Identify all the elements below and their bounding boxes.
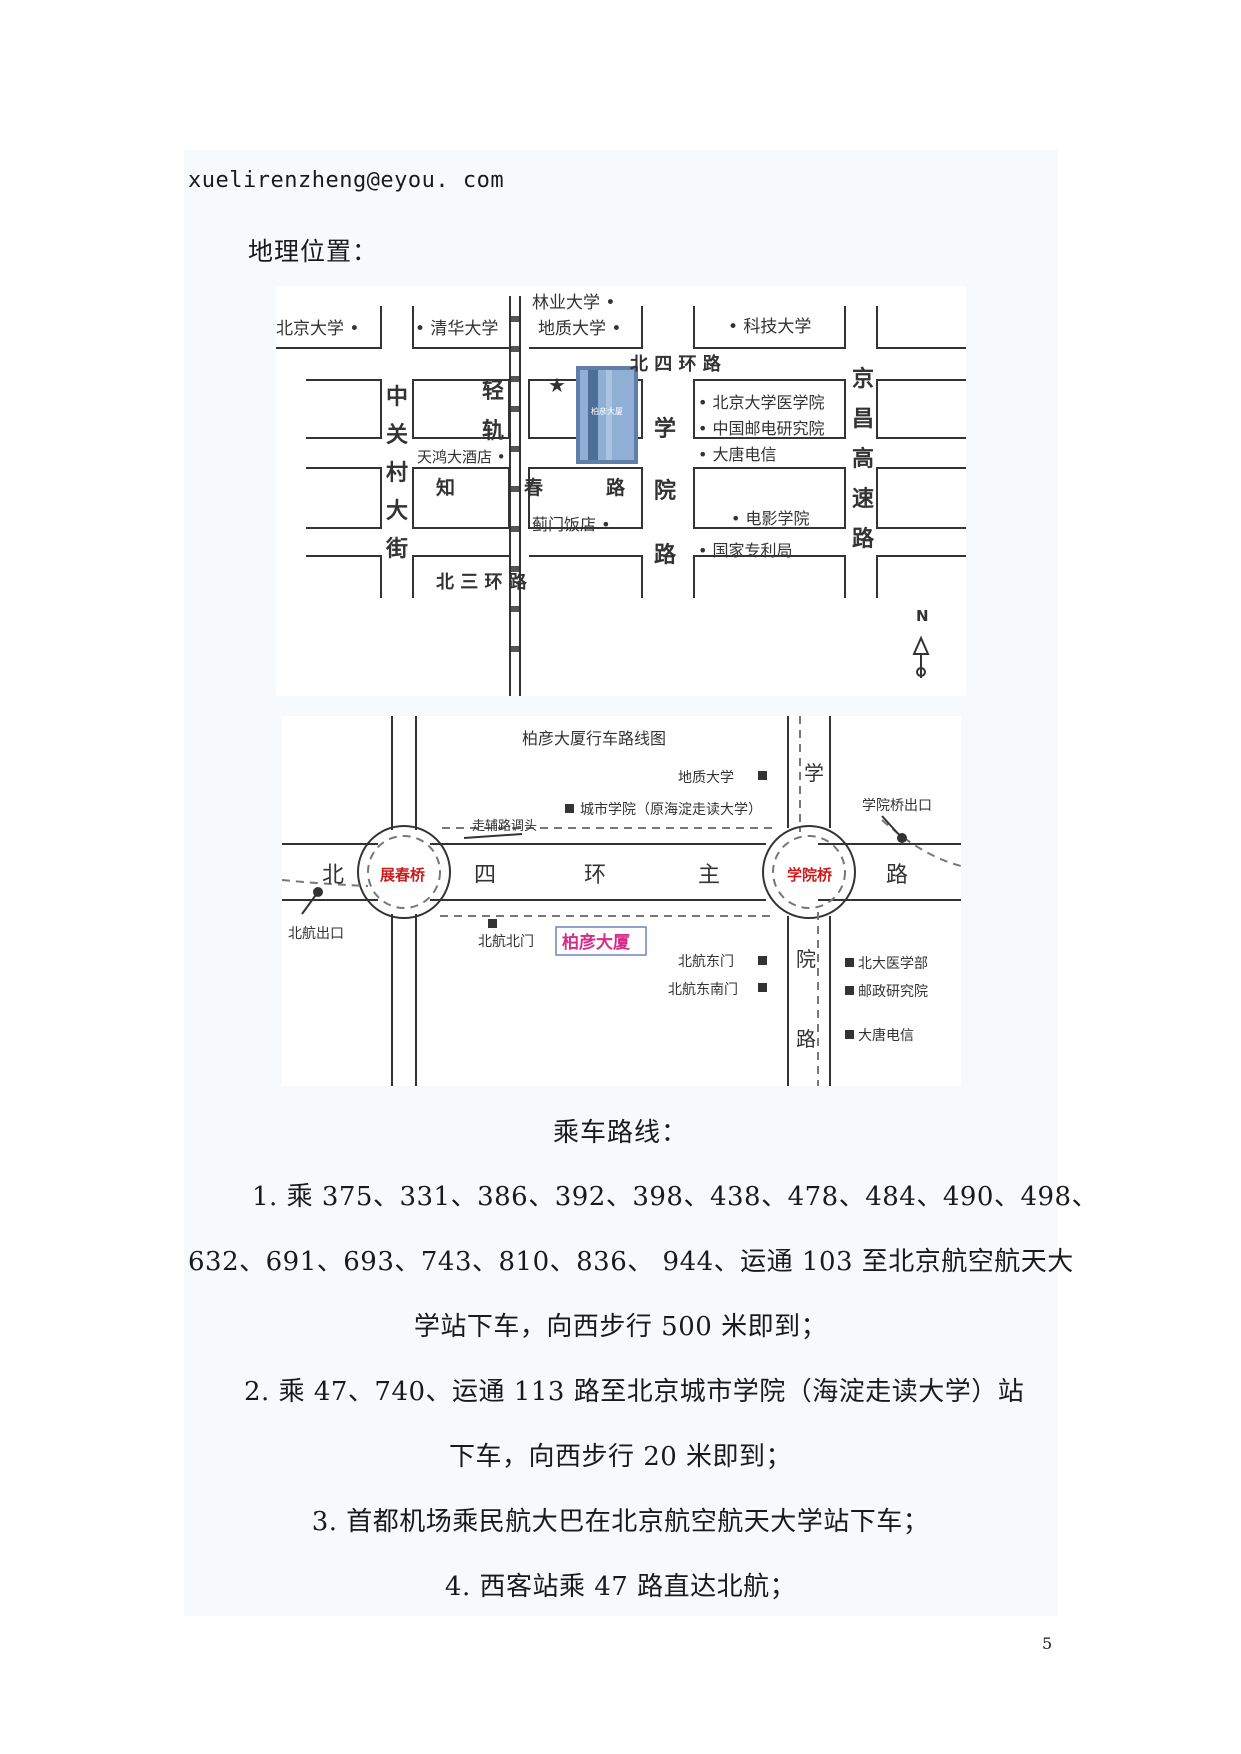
jingchang-char-4: 路 — [852, 526, 875, 552]
location-heading: 地理位置： — [248, 237, 379, 266]
label-forestry: 林业大学 • — [532, 293, 615, 313]
label-xueyuan-exit: 学院桥出口 — [862, 798, 932, 814]
xueyuan-char-2: 路 — [654, 542, 677, 568]
label-xueyuan-bridge: 学院桥 — [787, 866, 833, 884]
route-3: 3. 首都机场乘民航大巴在北京航空航天大学站下车； — [311, 1507, 930, 1537]
jingchang-char-2: 高 — [852, 446, 874, 472]
label-north-3rd-ring: 北 三 环 路 — [436, 571, 528, 593]
label-zhanchun-bridge: 展春桥 — [380, 866, 426, 884]
route-map-svg: 柏彦大厦行车路线图 地质大学 城市学院（原海淀走读大学） 学 学院桥出口 走辅路… — [282, 716, 961, 1086]
xueyuan-char-1: 院 — [654, 478, 676, 504]
routes-title: 乘车路线： — [552, 1118, 688, 1148]
zgc-char-4: 街 — [385, 536, 408, 562]
label-zhichun-a: 知 — [436, 476, 455, 499]
route-1-line-3: 学站下车，向西步行 500 米即到； — [413, 1312, 828, 1342]
route-4: 4. 西客站乘 47 路直达北航； — [444, 1572, 797, 1602]
route-1-line-2: 632、691、693、743、810、836、 944、运通 103 至北京航… — [188, 1247, 1074, 1277]
star-marker: ★ — [548, 373, 566, 397]
route-map-title: 柏彦大厦行车路线图 — [522, 729, 666, 748]
label-huan: 环 — [584, 863, 606, 888]
label-buaa-east-gate: 北航东门 — [678, 954, 734, 970]
label-bei: 北 — [322, 863, 344, 888]
route-map: 柏彦大厦行车路线图 地质大学 城市学院（原海淀走读大学） 学 学院桥出口 走辅路… — [282, 716, 961, 1086]
label-zhichun-b: 春 — [524, 476, 543, 499]
label-sci-tech: • 科技大学 — [728, 317, 811, 337]
location-map: 柏彦大厦 ★ 北京大学 • • 清华大学 林业大学 • 地质大学 • • 科技大… — [276, 286, 966, 696]
page-number: 5 — [1042, 1634, 1053, 1653]
zgc-char-2: 村 — [386, 461, 408, 486]
route-2-line-2: 下车，向西步行 20 米即到； — [448, 1442, 793, 1472]
route-1-line-1: 1. 乘 375、331、386、392、398、438、478、484、490… — [252, 1182, 1099, 1212]
label-tianhong: 天鸿大酒店 • — [417, 448, 506, 466]
label-post-inst-2: 邮政研究院 — [858, 984, 928, 1000]
label-med-school: • 北京大学医学院 — [698, 393, 825, 412]
label-geo-univ: 地质大学 • — [538, 319, 621, 339]
label-yuan: 院 — [796, 947, 816, 971]
label-buaa-se-gate: 北航东南门 — [668, 982, 738, 998]
label-pku-med: 北大医学部 — [858, 956, 928, 972]
contact-email[interactable]: xuelirenzheng@eyou. com — [188, 168, 505, 193]
label-xue: 学 — [804, 761, 824, 785]
label-post-inst: • 中国邮电研究院 — [698, 419, 825, 438]
label-north-4th-ring: 北 四 环 路 — [630, 353, 722, 375]
label-geo-univ-2: 地质大学 — [678, 770, 734, 786]
zgc-char-1: 关 — [386, 423, 408, 448]
label-city-college: 城市学院（原海淀走读大学） — [580, 801, 762, 818]
zgc-char-3: 大 — [386, 499, 408, 524]
label-patent: • 国家专利局 — [698, 541, 793, 560]
zgc-char-0: 中 — [386, 385, 408, 410]
label-zhu: 主 — [698, 863, 720, 888]
label-buaa-north-gate: 北航北门 — [478, 934, 534, 950]
label-datang-2: 大唐电信 — [858, 1027, 914, 1044]
label-datang: • 大唐电信 — [698, 445, 777, 464]
label-lu-2: 路 — [796, 1027, 816, 1051]
xueyuan-char-0: 学 — [654, 416, 676, 442]
jingchang-char-1: 昌 — [852, 407, 874, 432]
label-baiyan-building: 柏彦大厦 — [562, 932, 631, 953]
label-pku: 北京大学 • — [276, 319, 359, 339]
label-si: 四 — [474, 863, 496, 888]
jingchang-char-0: 京 — [852, 366, 874, 392]
label-lu: 路 — [886, 863, 908, 888]
route-2-line-1: 2. 乘 47、740、运通 113 路至北京城市学院（海淀走读大学）站 — [244, 1377, 1025, 1407]
location-map-svg: 柏彦大厦 ★ 北京大学 • • 清华大学 林业大学 • 地质大学 • • 科技大… — [276, 293, 966, 696]
rail-char-0: 轻 — [482, 378, 504, 404]
building-photo — [576, 366, 638, 464]
label-film: • 电影学院 — [731, 509, 810, 528]
compass-n: N — [916, 607, 929, 625]
label-uturn: 走辅路调头 — [472, 818, 537, 834]
label-jimen: 蓟门饭店 • — [532, 515, 611, 534]
label-buaa-exit: 北航出口 — [288, 926, 344, 942]
rail-char-1: 轨 — [482, 418, 504, 444]
jingchang-char-3: 速 — [852, 486, 874, 512]
building-sign: 柏彦大厦 — [591, 406, 623, 416]
label-zhichun-c: 路 — [606, 476, 626, 499]
compass: N — [912, 607, 930, 678]
label-tsinghua: • 清华大学 — [415, 319, 498, 339]
